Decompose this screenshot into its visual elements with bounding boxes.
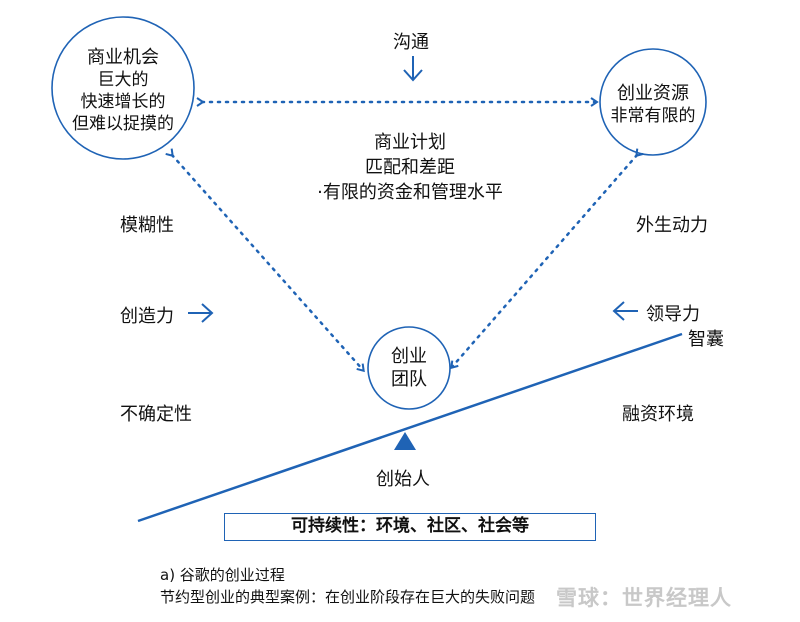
business-plan-title: 商业计划 bbox=[374, 132, 446, 153]
opportunity-line-2: 快速增长的 bbox=[80, 92, 166, 112]
business-plan-line-3: ·有限的资金和管理水平 bbox=[317, 182, 503, 203]
business-plan-block: 商业计划 匹配和差距 ·有限的资金和管理水平 bbox=[300, 130, 520, 205]
uncertainty-label: 不确定性 bbox=[120, 404, 192, 425]
watermark: 雪球：世界经理人 bbox=[556, 586, 732, 610]
fulcrum-triangle-icon bbox=[394, 432, 416, 450]
resources-circle bbox=[599, 48, 707, 156]
external-drive-label: 外生动力 bbox=[636, 215, 708, 236]
opportunity-line-3: 但难以捉摸的 bbox=[72, 114, 174, 134]
creativity-label: 创造力 bbox=[120, 306, 174, 327]
opportunity-text: 商业机会 巨大的 快速增长的 但难以捉摸的 bbox=[63, 47, 183, 135]
leadership-label: 领导力 bbox=[646, 304, 700, 325]
caption-line-1: a) 谷歌的创业过程 bbox=[160, 566, 285, 584]
business-plan-line-2: 匹配和差距 bbox=[365, 157, 455, 178]
arrow-right-icon bbox=[188, 303, 214, 323]
think-tank-label: 智囊 bbox=[688, 329, 724, 350]
team-line-2: 团队 bbox=[391, 369, 427, 390]
resources-title: 创业资源 bbox=[617, 83, 689, 104]
caption-line-2: 节约型创业的典型案例：在创业阶段存在巨大的失败问题 bbox=[160, 588, 536, 606]
resources-line-1: 非常有限的 bbox=[610, 106, 696, 126]
founder-label: 创始人 bbox=[376, 469, 430, 490]
financing-env-label: 融资环境 bbox=[622, 404, 694, 425]
arrow-left-icon bbox=[612, 301, 638, 321]
ambiguity-label: 模糊性 bbox=[120, 215, 174, 236]
opportunity-circle bbox=[51, 16, 195, 160]
opportunity-title: 商业机会 bbox=[87, 47, 159, 68]
resources-team-connector bbox=[450, 148, 644, 370]
team-text: 创业 团队 bbox=[379, 345, 439, 391]
team-line-1: 创业 bbox=[391, 346, 427, 367]
communication-label: 沟通 bbox=[393, 32, 429, 53]
sustainability-box: 可持续性：环境、社区、社会等 bbox=[224, 513, 596, 541]
team-circle bbox=[367, 326, 451, 410]
opportunity-line-1: 巨大的 bbox=[97, 70, 149, 90]
opportunity-team-connector bbox=[165, 148, 365, 373]
arrow-down-icon bbox=[403, 56, 423, 82]
resources-text: 创业资源 非常有限的 bbox=[603, 83, 703, 127]
seesaw-plank bbox=[137, 332, 683, 523]
